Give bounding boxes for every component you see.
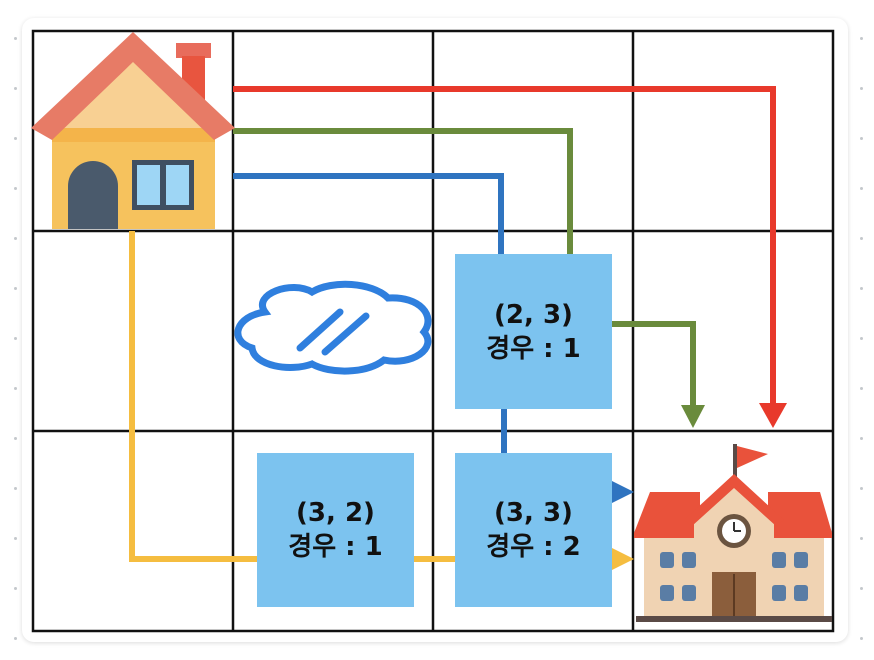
left-dot-rail [12, 0, 20, 660]
node-coord: (3, 3) [494, 498, 573, 528]
rail-dot [14, 437, 17, 440]
rail-dot [14, 637, 17, 640]
path-blue [233, 173, 504, 256]
node-count-label: 경우 : 1 [486, 333, 581, 364]
rail-dot [860, 637, 863, 640]
rail-dot [860, 87, 863, 90]
node-cell-3-2: (3, 2) 경우 : 1 [257, 453, 414, 607]
rail-dot [14, 187, 17, 190]
path-red [233, 86, 776, 405]
rail-dot [14, 287, 17, 290]
rail-dot [860, 587, 863, 590]
rail-dot [860, 137, 863, 140]
rail-dot [14, 587, 17, 590]
rail-dot [860, 537, 863, 540]
rail-dot [14, 387, 17, 390]
puddle-icon [234, 280, 432, 375]
rail-dot [860, 437, 863, 440]
path-green-2 [611, 321, 696, 407]
right-dot-rail [858, 0, 866, 660]
path-green [233, 128, 573, 256]
arrowhead-blue [612, 481, 634, 503]
rail-dot [14, 137, 17, 140]
node-count-label: 경우 : 2 [486, 532, 581, 562]
rail-dot [14, 537, 17, 540]
rail-dot [860, 487, 863, 490]
rail-dot [860, 387, 863, 390]
node-cell-2-3: (2, 3) 경우 : 1 [455, 254, 612, 409]
rail-dot [860, 287, 863, 290]
rail-dot [14, 237, 17, 240]
rail-dot [860, 337, 863, 340]
node-coord: (2, 3) [494, 299, 573, 330]
node-count-label: 경우 : 1 [288, 532, 383, 562]
rail-dot [860, 187, 863, 190]
rail-dot [14, 87, 17, 90]
rail-dot [14, 487, 17, 490]
node-coord: (3, 2) [296, 498, 375, 528]
house-icon [31, 32, 235, 229]
rail-dot [860, 37, 863, 40]
node-cell-3-3: (3, 3) 경우 : 2 [455, 453, 612, 607]
rail-dot [14, 337, 17, 340]
arrowhead-red [759, 403, 787, 428]
path-yellow [129, 231, 257, 562]
school-icon [634, 444, 832, 622]
rail-dot [860, 237, 863, 240]
arrowhead-green [681, 405, 705, 428]
rail-dot [14, 37, 17, 40]
arrowhead-yellow [612, 548, 634, 570]
